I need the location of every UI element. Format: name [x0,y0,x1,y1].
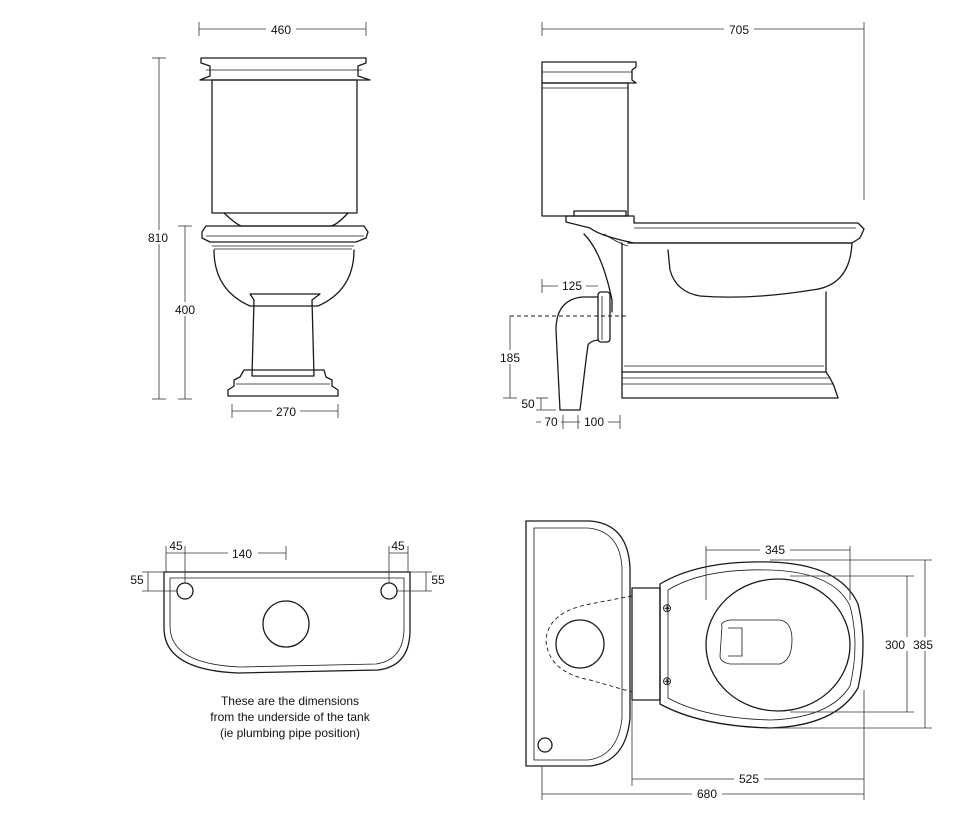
right-mount-hole [380,582,398,600]
hole-spacing-label: 140 [232,547,252,561]
side-trap [583,233,613,313]
seat-outer [659,561,864,729]
outlet-b-label: 100 [584,415,604,429]
base-width-label: 270 [276,405,296,419]
tank-outline [163,571,411,674]
side-pan-body [621,242,827,373]
hinge-block [631,587,661,701]
bowl [213,249,355,307]
right-edge-label: 45 [391,539,405,553]
outlet-a-label: 70 [544,415,558,429]
left-mount-hole [176,582,194,600]
right-depth-label: 55 [431,573,445,587]
pan-length-label: 525 [739,772,759,786]
side-cistern-body [541,82,629,217]
side-base [621,371,839,399]
left-depth-label: 55 [130,573,144,587]
cistern-foot [223,212,349,227]
outlet-height-label: 185 [500,351,520,365]
note-line-2: from the underside of the tank [210,710,370,724]
outlet-bottom-label: 50 [521,397,535,411]
side-bowl [627,242,853,298]
flush-outlet-hole [262,600,310,648]
height-total-label: 810 [148,231,168,245]
pedestal [249,293,321,377]
tank-underside-view: 45 140 45 55 55 These are the dimensions… [130,539,445,740]
outlet-offset-label: 125 [562,279,582,293]
cistern-lid [199,57,371,81]
seat-outer-label: 385 [913,638,933,652]
front-view: 460 810 400 270 [143,22,371,419]
depth-label: 705 [729,23,749,37]
seat-width-label: 345 [765,543,785,557]
hinge-fixing-bottom: ⊕ [662,674,672,688]
seat [201,225,369,243]
seat-inner-label: 300 [885,638,905,652]
hidden-bowl-outline [545,595,633,693]
left-edge-label: 45 [169,539,183,553]
height-pan-label: 400 [175,303,195,317]
bowl-waterline [719,619,793,665]
plan-small-hole [537,737,553,753]
note-line-3: (ie plumbing pipe position) [220,726,360,740]
width-label: 460 [271,23,291,37]
overall-length-label: 680 [697,787,717,801]
outlet-connector [597,291,611,343]
side-view: 705 125 185 50 70 100 [496,22,865,429]
note-line-1: These are the dimensions [221,694,359,708]
cistern-body [211,79,358,214]
plan-view: ⊕ ⊕ 345 300 385 525 680 [525,520,936,801]
outlet-pipe [555,296,599,411]
side-seat [565,215,865,244]
seat-opening [705,578,851,712]
plan-cistern [525,520,631,767]
base [227,369,339,397]
hinge-fixing-top: ⊕ [662,601,672,615]
side-cistern-lid [541,61,637,84]
plan-flush-hole [555,619,605,669]
